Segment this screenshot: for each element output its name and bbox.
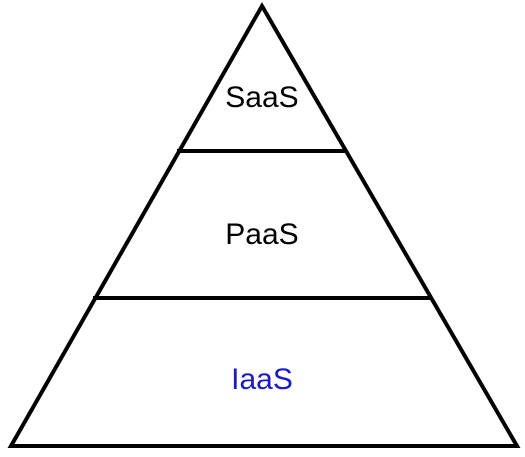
tier-label-saas: SaaS [225,81,298,114]
pyramid-outline [7,1,521,448]
tier-label-paas: PaaS [225,218,298,251]
tier-label-iaas: IaaS [231,363,293,396]
